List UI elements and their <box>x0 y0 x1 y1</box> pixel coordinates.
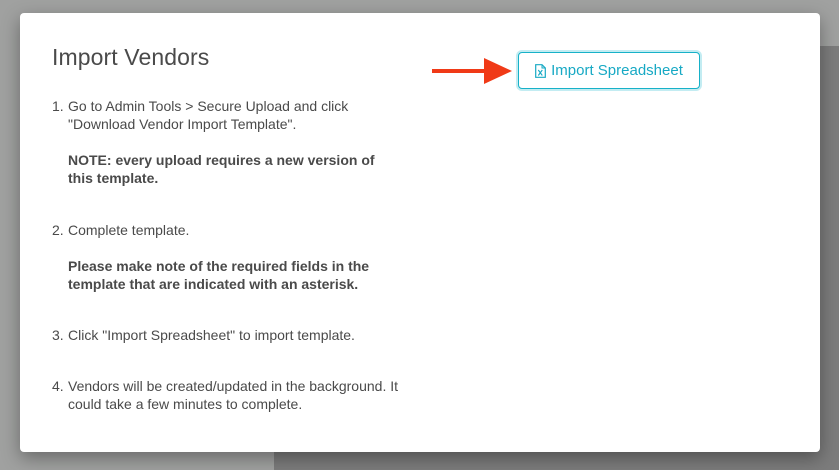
step-number: 3. <box>52 327 64 343</box>
step-number: 4. <box>52 378 64 394</box>
step-text: Complete template. <box>68 222 190 238</box>
step-note: Please make note of the required fields … <box>68 258 370 292</box>
step-3: 3. Click "Import Spreadsheet" to import … <box>52 326 402 344</box>
step-text: Vendors will be created/updated in the b… <box>68 378 398 412</box>
modal-title: Import Vendors <box>52 44 210 70</box>
step-text: Go to Admin Tools > Secure Upload and cl… <box>68 98 349 132</box>
step-text: Click "Import Spreadsheet" to import tem… <box>68 327 355 343</box>
step-note: NOTE: every upload requires a new versio… <box>68 152 375 186</box>
step-1: 1. Go to Admin Tools > Secure Upload and… <box>52 97 402 187</box>
import-spreadsheet-label: Import Spreadsheet <box>551 62 683 79</box>
import-spreadsheet-button[interactable]: Import Spreadsheet <box>518 52 700 89</box>
step-2: 2. Complete template. Please make note o… <box>52 221 402 293</box>
step-4: 4. Vendors will be created/updated in th… <box>52 377 402 413</box>
instructions-list: 1. Go to Admin Tools > Secure Upload and… <box>52 97 402 413</box>
step-number: 2. <box>52 222 64 238</box>
import-vendors-modal: Import Vendors 1. Go to Admin Tools > Se… <box>20 13 820 452</box>
step-number: 1. <box>52 98 64 114</box>
excel-file-icon <box>535 63 547 78</box>
red-arrow-icon <box>432 58 512 84</box>
